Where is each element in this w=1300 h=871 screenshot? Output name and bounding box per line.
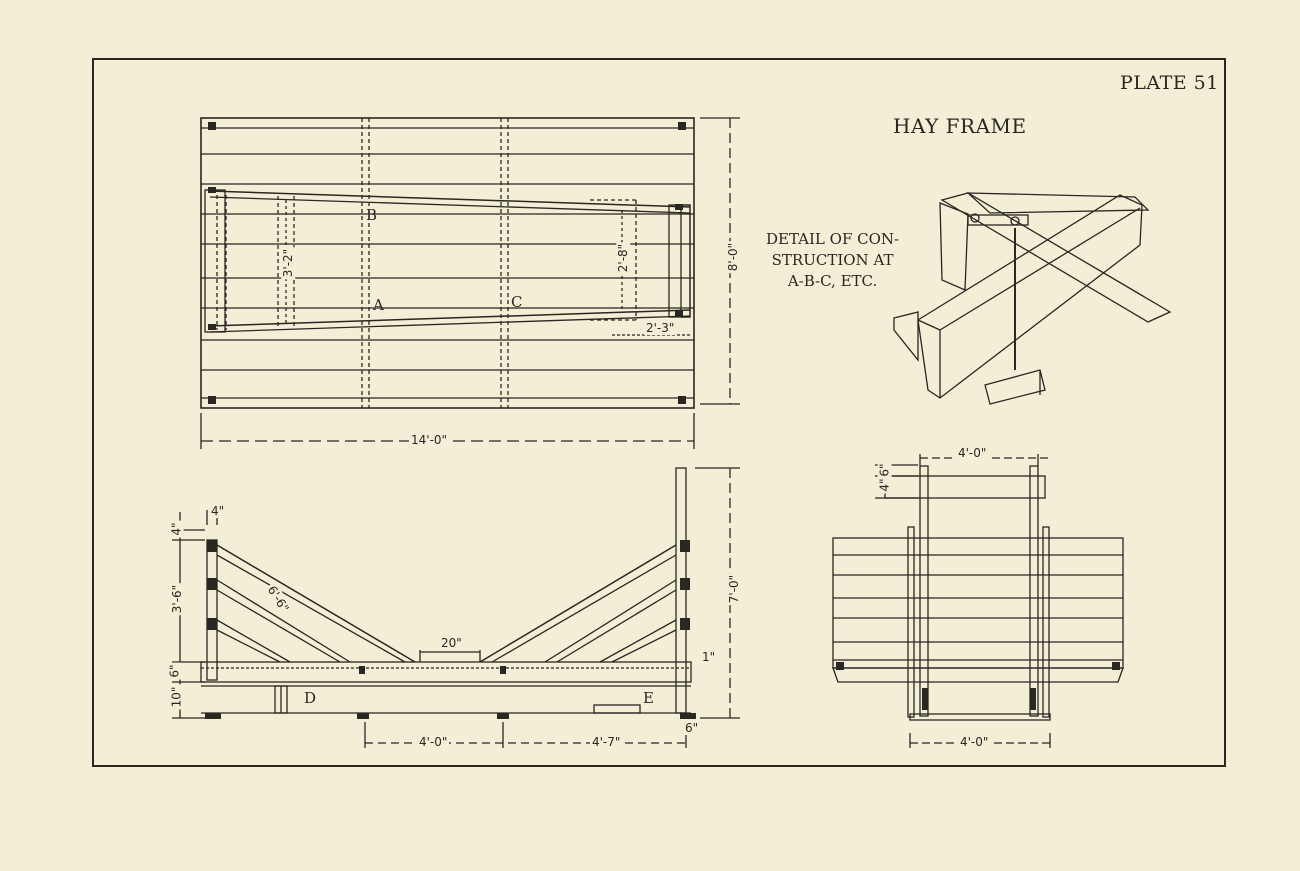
dim-top-b: 4" (877, 476, 892, 494)
point-label-d: D (304, 689, 317, 707)
dim-span-left: 4'-0" (417, 735, 450, 749)
side-elevation (172, 467, 740, 748)
dim-gap: 20" (439, 636, 464, 650)
dim-top-post: 4" (209, 504, 227, 518)
dim-post-top: 4" (169, 520, 184, 538)
dim-span-right: 4'-7" (590, 735, 623, 749)
detail-caption: DETAIL OF CON- STRUCTION AT A-B-C, ETC. (766, 229, 899, 292)
point-label-e: E (643, 689, 654, 707)
plate-border (92, 58, 1226, 767)
joint-detail (893, 192, 1172, 405)
dim-rail-thickness: 1" (700, 650, 718, 664)
dim-base-height: 6" (167, 662, 182, 680)
dim-end-block: 6" (683, 721, 701, 735)
drawing-title: HAY FRAME (893, 114, 1027, 138)
dim-rail-spacing: 3'-6" (170, 582, 185, 616)
plan-view (200, 117, 740, 449)
point-label-a: A (373, 296, 384, 314)
point-label-c: C (511, 293, 523, 311)
point-label-b: B (366, 206, 378, 224)
detail-caption-line-1: DETAIL OF CON- (766, 230, 900, 248)
detail-caption-line-2: STRUCTION AT (771, 251, 894, 269)
dim-bottom-width: 4'-0" (958, 735, 991, 749)
detail-caption-line-3: A-B-C, ETC. (787, 272, 878, 290)
dim-right-offset: 2'-3" (644, 321, 677, 335)
dim-width: 8'-0" (726, 240, 741, 274)
plate-label: PLATE 51 (1120, 72, 1219, 94)
dim-top-width: 4'-0" (956, 446, 989, 460)
dim-inner-left: 3'-2" (281, 246, 296, 280)
dim-base-lower: 10" (169, 684, 184, 710)
dim-inner-right: 2'-8" (616, 241, 631, 275)
dim-length: 14'-0" (409, 433, 450, 447)
end-elevation (832, 454, 1124, 748)
dim-height: 7'-0" (727, 572, 742, 606)
